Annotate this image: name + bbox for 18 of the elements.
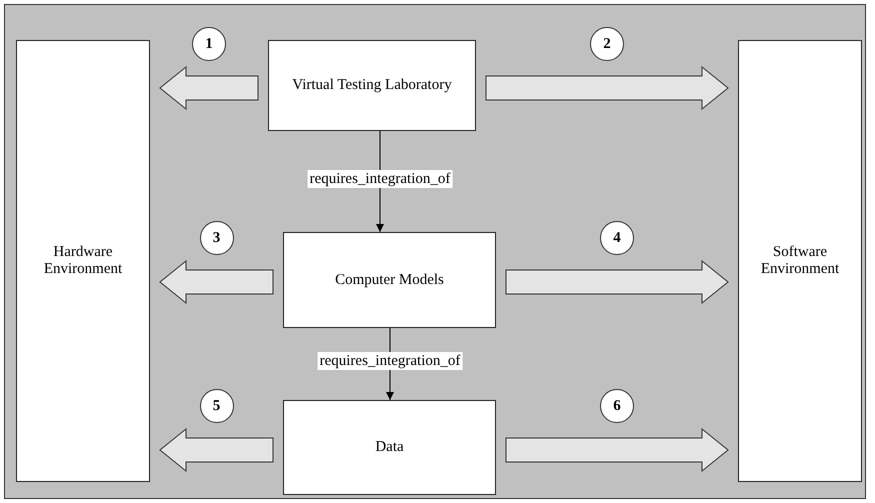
block-arrow <box>506 428 729 472</box>
process-box <box>738 40 862 482</box>
block-arrow <box>486 66 729 110</box>
box-label: Data <box>375 439 404 456</box>
box-label: Virtual Testing Laboratory <box>292 77 452 94</box>
block-arrow <box>159 66 258 110</box>
process-box <box>283 232 496 328</box>
block-arrow <box>506 260 729 304</box>
box-label: Software Environment <box>760 244 840 278</box>
block-arrow <box>159 260 274 304</box>
block-arrow <box>159 428 274 472</box>
process-box <box>16 40 150 482</box>
process-box <box>268 40 476 131</box>
edge-label: requires_integration_of <box>318 352 462 370</box>
edge-label: requires_integration_of <box>308 170 452 188</box>
process-box <box>283 400 496 495</box>
box-label: Hardware Environment <box>42 244 124 278</box>
box-label: Computer Models <box>335 272 444 288</box>
